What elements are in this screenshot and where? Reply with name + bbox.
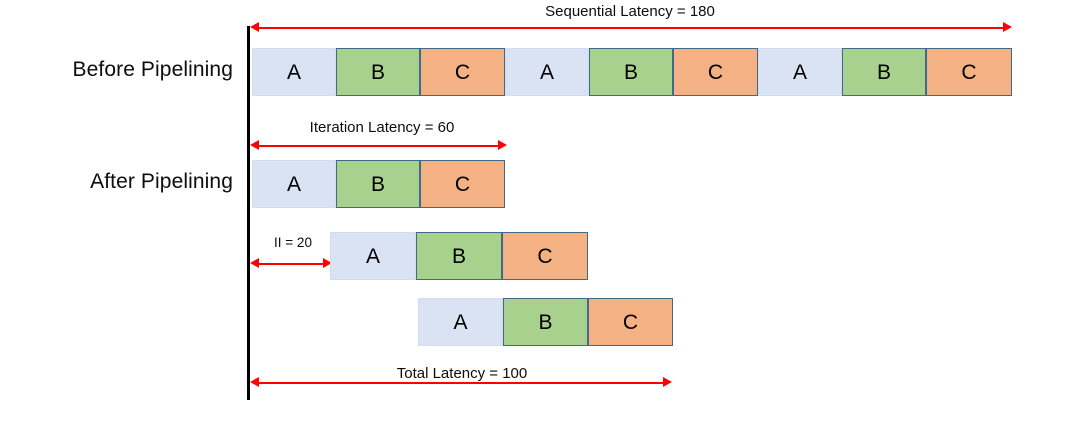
stage-box-b: B	[589, 48, 673, 96]
stage-box-a: A	[505, 48, 589, 96]
stage-box-b: B	[336, 160, 420, 208]
initiation-interval-arrow	[250, 258, 332, 269]
sequential-latency-caption: Sequential Latency = 180	[545, 3, 715, 20]
stage-box-c: C	[926, 48, 1012, 96]
stage-box-a: A	[330, 232, 416, 280]
row-label-after-pipelining: After Pipelining	[90, 170, 233, 193]
sequential-stage-row: A B C A B C A B C	[252, 48, 1012, 96]
arrow-head-right-icon	[498, 140, 507, 150]
pipelined-stage-row-3: A B C	[418, 298, 673, 346]
sequential-latency-arrow	[250, 22, 1012, 33]
stage-box-a: A	[252, 48, 336, 96]
total-latency-caption: Total Latency = 100	[396, 365, 528, 382]
stage-box-b: B	[842, 48, 926, 96]
row-label-before-pipelining: Before Pipelining	[72, 58, 233, 81]
arrow-shaft	[255, 27, 1007, 29]
stage-box-a: A	[758, 48, 842, 96]
iteration-latency-caption: Iteration Latency = 60	[309, 119, 455, 136]
stage-box-c: C	[588, 298, 673, 346]
stage-box-a: A	[252, 160, 336, 208]
arrow-head-right-icon	[1003, 22, 1012, 32]
stage-box-c: C	[502, 232, 588, 280]
stage-box-c: C	[420, 48, 505, 96]
iteration-latency-arrow	[250, 140, 507, 151]
stage-box-b: B	[503, 298, 588, 346]
arrow-shaft	[255, 145, 502, 147]
pipelined-stage-row-2: A B C	[330, 232, 588, 280]
stage-box-c: C	[420, 160, 505, 208]
stage-box-b: B	[416, 232, 502, 280]
arrow-head-right-icon	[323, 258, 332, 268]
time-axis-line	[247, 26, 250, 400]
stage-box-c: C	[673, 48, 758, 96]
arrow-head-right-icon	[663, 377, 672, 387]
arrow-shaft	[255, 382, 667, 384]
stage-box-b: B	[336, 48, 420, 96]
arrow-head-left-icon	[250, 377, 259, 387]
arrow-shaft	[255, 263, 327, 265]
initiation-interval-caption: II = 20	[274, 235, 312, 250]
arrow-head-left-icon	[250, 22, 259, 32]
total-latency-arrow	[250, 377, 672, 388]
arrow-head-left-icon	[250, 258, 259, 268]
arrow-head-left-icon	[250, 140, 259, 150]
stage-box-a: A	[418, 298, 503, 346]
pipelined-stage-row-1: A B C	[252, 160, 505, 208]
